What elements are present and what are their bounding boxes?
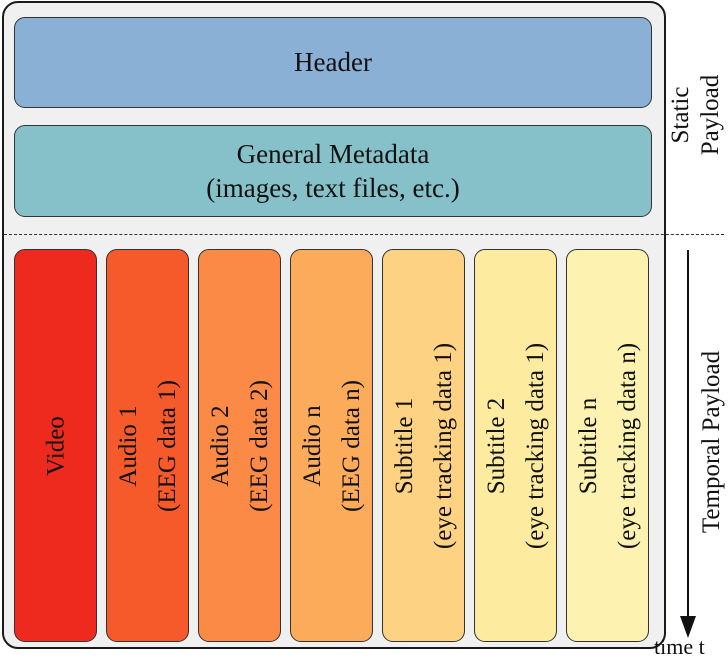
stream-label-line1: Video xyxy=(42,415,69,476)
metadata-subtitle: (images, text files, etc.) xyxy=(206,173,460,203)
metadata-title: General Metadata xyxy=(236,139,430,169)
stream-label-line1: Subtitle 2 xyxy=(482,397,510,494)
stream-label: Audio 1 (EEG data 1) xyxy=(109,380,187,512)
stream-label-line2: (eye tracking data 1) xyxy=(429,342,457,549)
stream-label-line2: (eye tracking data 1) xyxy=(521,342,549,549)
stream-label: Subtitle n (eye tracking data n) xyxy=(569,342,647,548)
stream-subtitle-n: Subtitle n (eye tracking data n) xyxy=(566,249,649,642)
stream-video: Video xyxy=(14,249,97,642)
stream-audio-1: Audio 1 (EEG data 1) xyxy=(106,249,189,642)
stream-subtitle-1: Subtitle 1 (eye tracking data 1) xyxy=(382,249,465,642)
stream-label-line1: Audio n xyxy=(298,404,326,487)
time-arrow-line xyxy=(687,250,689,620)
static-payload-line1: Static xyxy=(667,86,694,144)
temporal-payload-label: Temporal Payload xyxy=(698,350,725,534)
stream-subtitle-2: Subtitle 2 (eye tracking data 1) xyxy=(474,249,557,642)
stream-label-line2: (EEG data n) xyxy=(337,379,365,512)
time-axis-label: time t xyxy=(654,634,705,659)
stream-label: Audio n (EEG data n) xyxy=(293,380,371,512)
static-payload-line2: Payload xyxy=(697,74,724,156)
static-payload-label: Static Payload xyxy=(666,75,726,156)
header-label: Header xyxy=(294,47,372,77)
header-block: Header xyxy=(14,17,652,108)
stream-label-line2: (eye tracking data n) xyxy=(613,342,641,549)
payload-divider xyxy=(4,234,724,235)
stream-audio-n: Audio n (EEG data n) xyxy=(290,249,373,642)
general-metadata-block: General Metadata (images, text files, et… xyxy=(14,125,652,217)
stream-label: Subtitle 2 (eye tracking data 1) xyxy=(477,342,555,548)
stream-label: Audio 2 (EEG data 2) xyxy=(201,380,279,512)
stream-label-line2: (EEG data 2) xyxy=(245,379,273,512)
stream-label-line1: Subtitle n xyxy=(574,397,602,494)
stream-label: Video xyxy=(36,416,75,476)
stream-label-line2: (EEG data 1) xyxy=(153,379,181,512)
stream-audio-2: Audio 2 (EEG data 2) xyxy=(198,249,281,642)
stream-label-line1: Audio 2 xyxy=(206,404,234,487)
stream-label-line1: Audio 1 xyxy=(114,404,142,487)
stream-label-line1: Subtitle 1 xyxy=(390,397,418,494)
time-arrow-head xyxy=(680,616,696,638)
stream-label: Subtitle 1 (eye tracking data 1) xyxy=(385,342,463,548)
